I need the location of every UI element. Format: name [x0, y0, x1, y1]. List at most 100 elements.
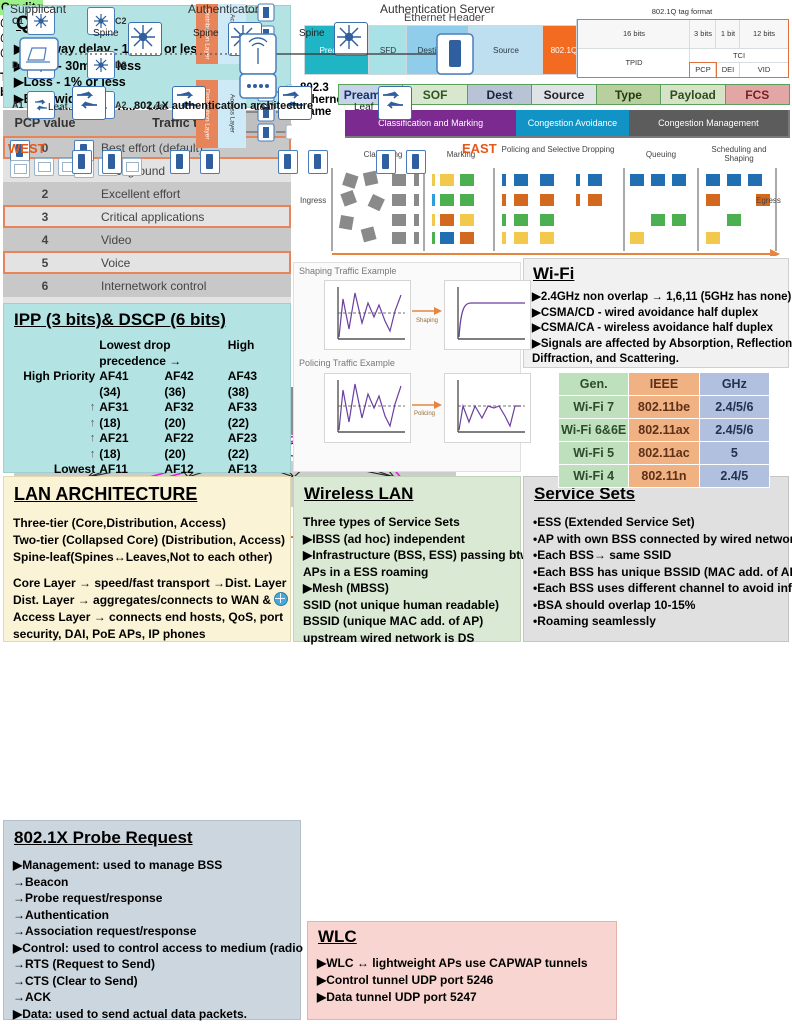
endpoint-ap — [122, 158, 142, 176]
auth-server-label: Authentication Server — [380, 2, 495, 16]
ipp-priority-label: ↑ — [89, 447, 96, 460]
wifi-cell: 2.4/5/6 — [698, 418, 771, 442]
ipp-col-c: AF13 — [227, 462, 258, 476]
wifi-line: ▶2.4GHz non overlap → 1,6,11 (5GHz has n… — [532, 291, 792, 303]
dot1x-line: →Probe request/response — [13, 891, 163, 905]
ipp-col-a: AF11 — [99, 462, 128, 476]
dot1q-pcp-highlight — [689, 62, 717, 78]
node-label-d1: D1 — [12, 60, 24, 70]
leaf-switch — [378, 86, 412, 120]
pcp-value-cell: 5 — [3, 251, 87, 274]
ipp-priority-label: ↑ — [89, 401, 96, 413]
wireless-lan-line: BSSID (unique MAC add. of AP) — [303, 614, 484, 628]
traffic-examples-panel: Shaping Traffic Example Policing Traffic… — [293, 262, 531, 472]
pcp-value-cell: 2 — [3, 182, 87, 205]
wifi-column-header: GHz — [698, 372, 771, 396]
host-endpoint — [72, 150, 92, 174]
lan-line: Spine-leaf(Spines↔Leaves,Not to each oth… — [13, 550, 273, 564]
wifi-line: Diffraction, and Scattering. — [532, 353, 679, 365]
dot1q-tag-format-diagram: 802.1Q tag format 16 bits 3 bits 1 bit 1… — [576, 5, 789, 78]
qos-mechanism-segment: Congestion Avoidance — [516, 110, 629, 136]
qos-stage-diagram: Classifying Marking Policing and Selecti… — [318, 145, 788, 256]
ipp-priority-label: ↑ — [89, 432, 96, 444]
core-switch-c2 — [87, 7, 115, 35]
leaf-label: Leaf — [48, 102, 68, 113]
ipp-col-a: AF21 — [99, 431, 129, 445]
ipp-col-c: AF23 — [227, 431, 258, 445]
host-endpoint — [278, 150, 298, 174]
dot1q-outline-highlight — [577, 19, 789, 78]
wlc-line: ▶WLC ↔ lightweight APs use CAPWAP tunnel… — [317, 956, 588, 970]
qos-stage-svg — [331, 168, 780, 256]
dot1x-auth-architecture: Supplicant Authenticator Authentication … — [0, 2, 495, 674]
ethernet-field: SFD — [368, 25, 408, 75]
wifi-cell: 802.11ac — [628, 441, 700, 465]
shaping-arrow-label: Shaping — [416, 318, 439, 324]
qos-mechanism-segment: Congestion Management — [628, 110, 788, 136]
west-label: WEST — [8, 141, 46, 156]
shaping-after-chart — [444, 280, 531, 350]
dot1x-line: →Authentication — [13, 907, 109, 922]
service-sets-line: •AP with own BSS connected by wired netw… — [533, 531, 792, 546]
node-label-d2: D2 — [115, 60, 127, 70]
frame803-field: FCS — [725, 85, 789, 104]
wifi-line: ▶CSMA/CD - wired avoidance half duplex — [532, 306, 759, 319]
spine-label: Spine — [193, 28, 219, 39]
policing-title: Policing Traffic Example — [299, 358, 395, 368]
dot1q-title: 802.1Q tag format — [576, 5, 788, 19]
lan-line: Access Layer → connects end hosts, QoS, … — [13, 610, 284, 624]
policing-arrow-label: Policing — [414, 411, 436, 417]
ipp-col-b: AF32 — [164, 400, 194, 414]
globe-icon — [274, 592, 289, 606]
host-endpoint — [200, 150, 220, 174]
wireless-lan-line: ▶Infrastructure (BSS, ESS) passing btw — [303, 548, 530, 562]
wlc-line: ▶Data tunnel UDP port 5247 — [317, 990, 477, 1004]
frame803-field: Dest — [467, 85, 533, 104]
dot1x-line: →Association request/response — [13, 924, 197, 938]
ethernet-field: Source — [468, 25, 544, 75]
spine-switch — [334, 22, 368, 56]
dist-switch-d2 — [87, 51, 115, 79]
wireless-lan-title: Wireless LAN — [304, 484, 414, 503]
ipp-col-c: AF43 — [227, 369, 258, 383]
node-label-a1: A1 — [12, 100, 24, 110]
ingress-label: Ingress — [300, 196, 327, 205]
wifi-cell: 2.4/5/6 — [698, 395, 771, 419]
ipp-dscp-title: IPP (3 bits)& DSCP (6 bits) — [14, 310, 226, 329]
dot1x-line: ▶Management: used to manage BSS — [13, 858, 223, 872]
ipp-col-a: (18) — [99, 415, 121, 430]
service-sets-line: •Each BSS has unique BSSID (MAC add. of … — [533, 564, 792, 579]
lan-line: Three-tier (Core,Distribution, Access) — [13, 516, 226, 530]
wifi-cell: 802.11be — [628, 395, 700, 419]
service-sets-line: •Roaming seamlessly — [533, 614, 656, 628]
wlc-panel: WLC ▶WLC ↔ lightweight APs use CAPWAP tu… — [307, 921, 617, 1020]
traffic-type-cell: Excellent effort — [87, 182, 291, 205]
ipp-row: ↑(18)(20)(22) — [12, 416, 282, 432]
wifi-cell: 802.11n — [628, 464, 700, 488]
stage-label-scheduling: Scheduling and Shaping — [711, 145, 767, 163]
leaf-label: Leaf — [354, 102, 374, 113]
ipp-col-b: (20) — [164, 446, 186, 461]
ipp-col-a: AF31 — [99, 400, 129, 414]
east-label: EAST — [462, 141, 497, 156]
wifi-cell: 5 — [698, 441, 771, 465]
dot1x-line: →RTS (Request to Send) — [13, 957, 156, 971]
frame803-field: SOF — [403, 85, 468, 104]
access-switch-a1 — [27, 91, 55, 119]
lan-line-text: Dist. Layer → aggregates/connects to WAN… — [13, 593, 272, 607]
wifi-cell: Wi-Fi 5 — [557, 441, 630, 465]
service-sets-panel: Service Sets •ESS (Extended Service Set)… — [523, 476, 792, 642]
wireless-lan-line: APs in a ESS roaming — [303, 564, 429, 579]
host-endpoint — [406, 150, 426, 174]
wifi-line: ▶CSMA/CA - wireless avoidance half duple… — [532, 322, 774, 334]
wifi-column-header: Gen. — [557, 372, 630, 396]
frame803-field: Source — [532, 85, 597, 104]
